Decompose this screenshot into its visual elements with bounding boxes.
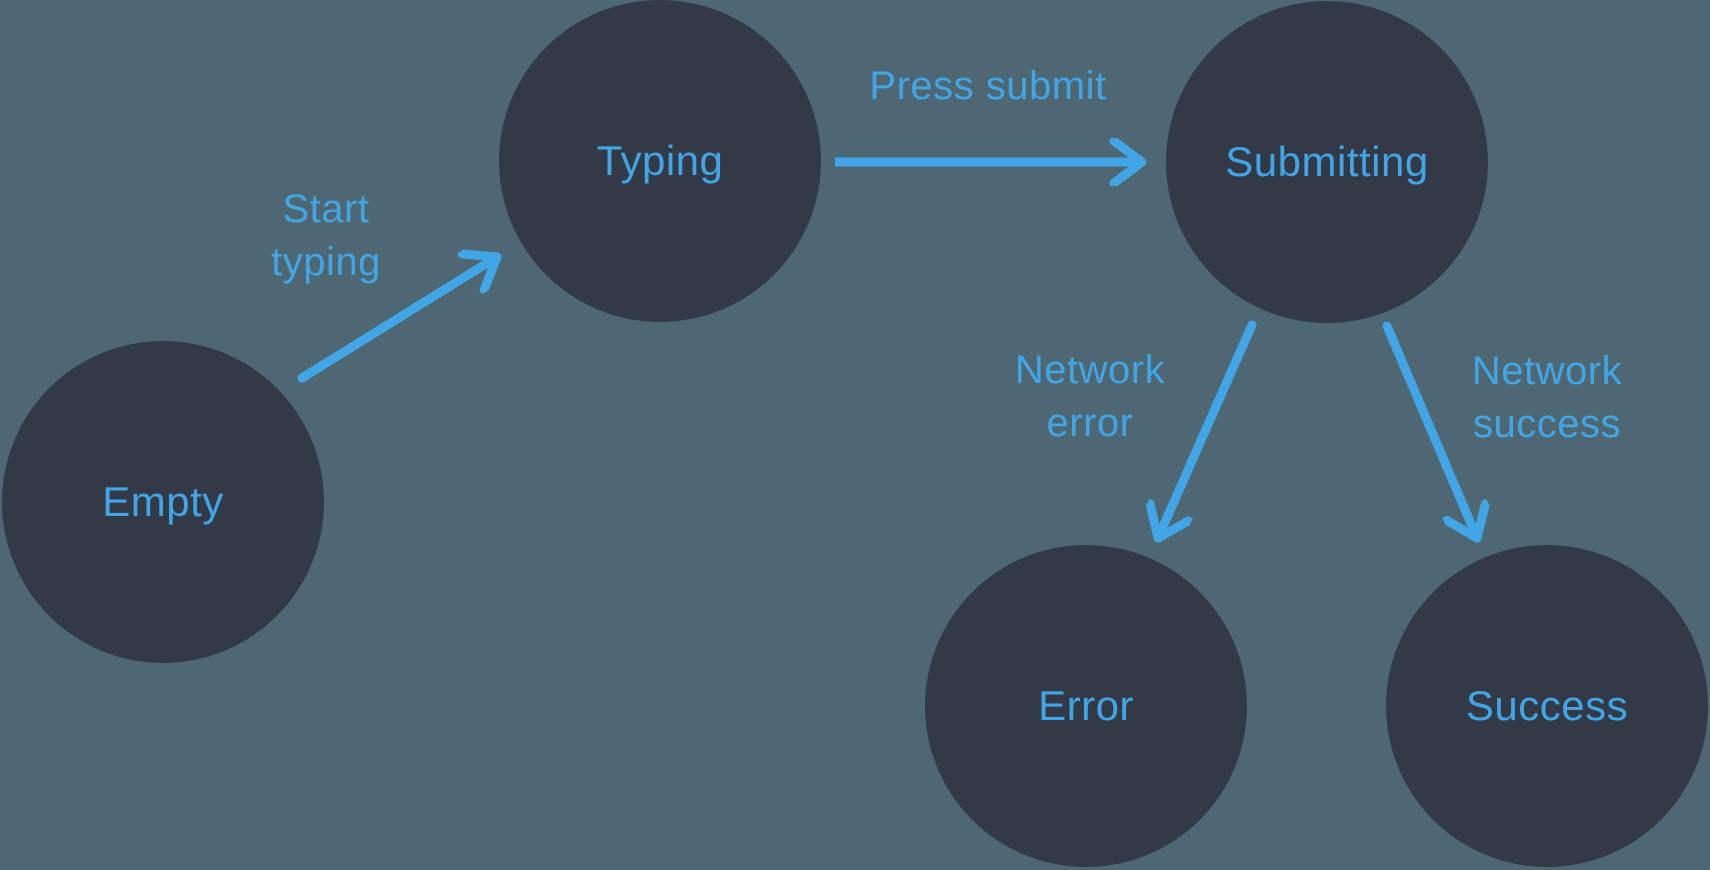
edge-arrow-network-success [1382,321,1477,543]
edge-arrow-network-error [1158,320,1257,543]
edge-label-network-success: Network success [1471,349,1623,446]
state-node-typing: Typing [499,0,821,322]
state-node-submitting: Submitting [1166,1,1488,323]
state-node-empty: Empty [2,341,324,663]
state-node-error-label: Error [1038,682,1134,729]
state-node-success-label: Success [1465,682,1629,729]
edge-label-start-typing: Start typing [271,187,381,284]
state-node-empty-label: Empty [102,478,224,525]
edge-label-press-submit: Press submit [869,64,1107,108]
state-node-success: Success [1386,545,1708,867]
state-node-submitting-label: Submitting [1225,138,1429,185]
edge-label-network-error: Network error [1014,348,1166,445]
state-node-typing-label: Typing [596,137,724,184]
state-node-error: Error [925,545,1247,867]
